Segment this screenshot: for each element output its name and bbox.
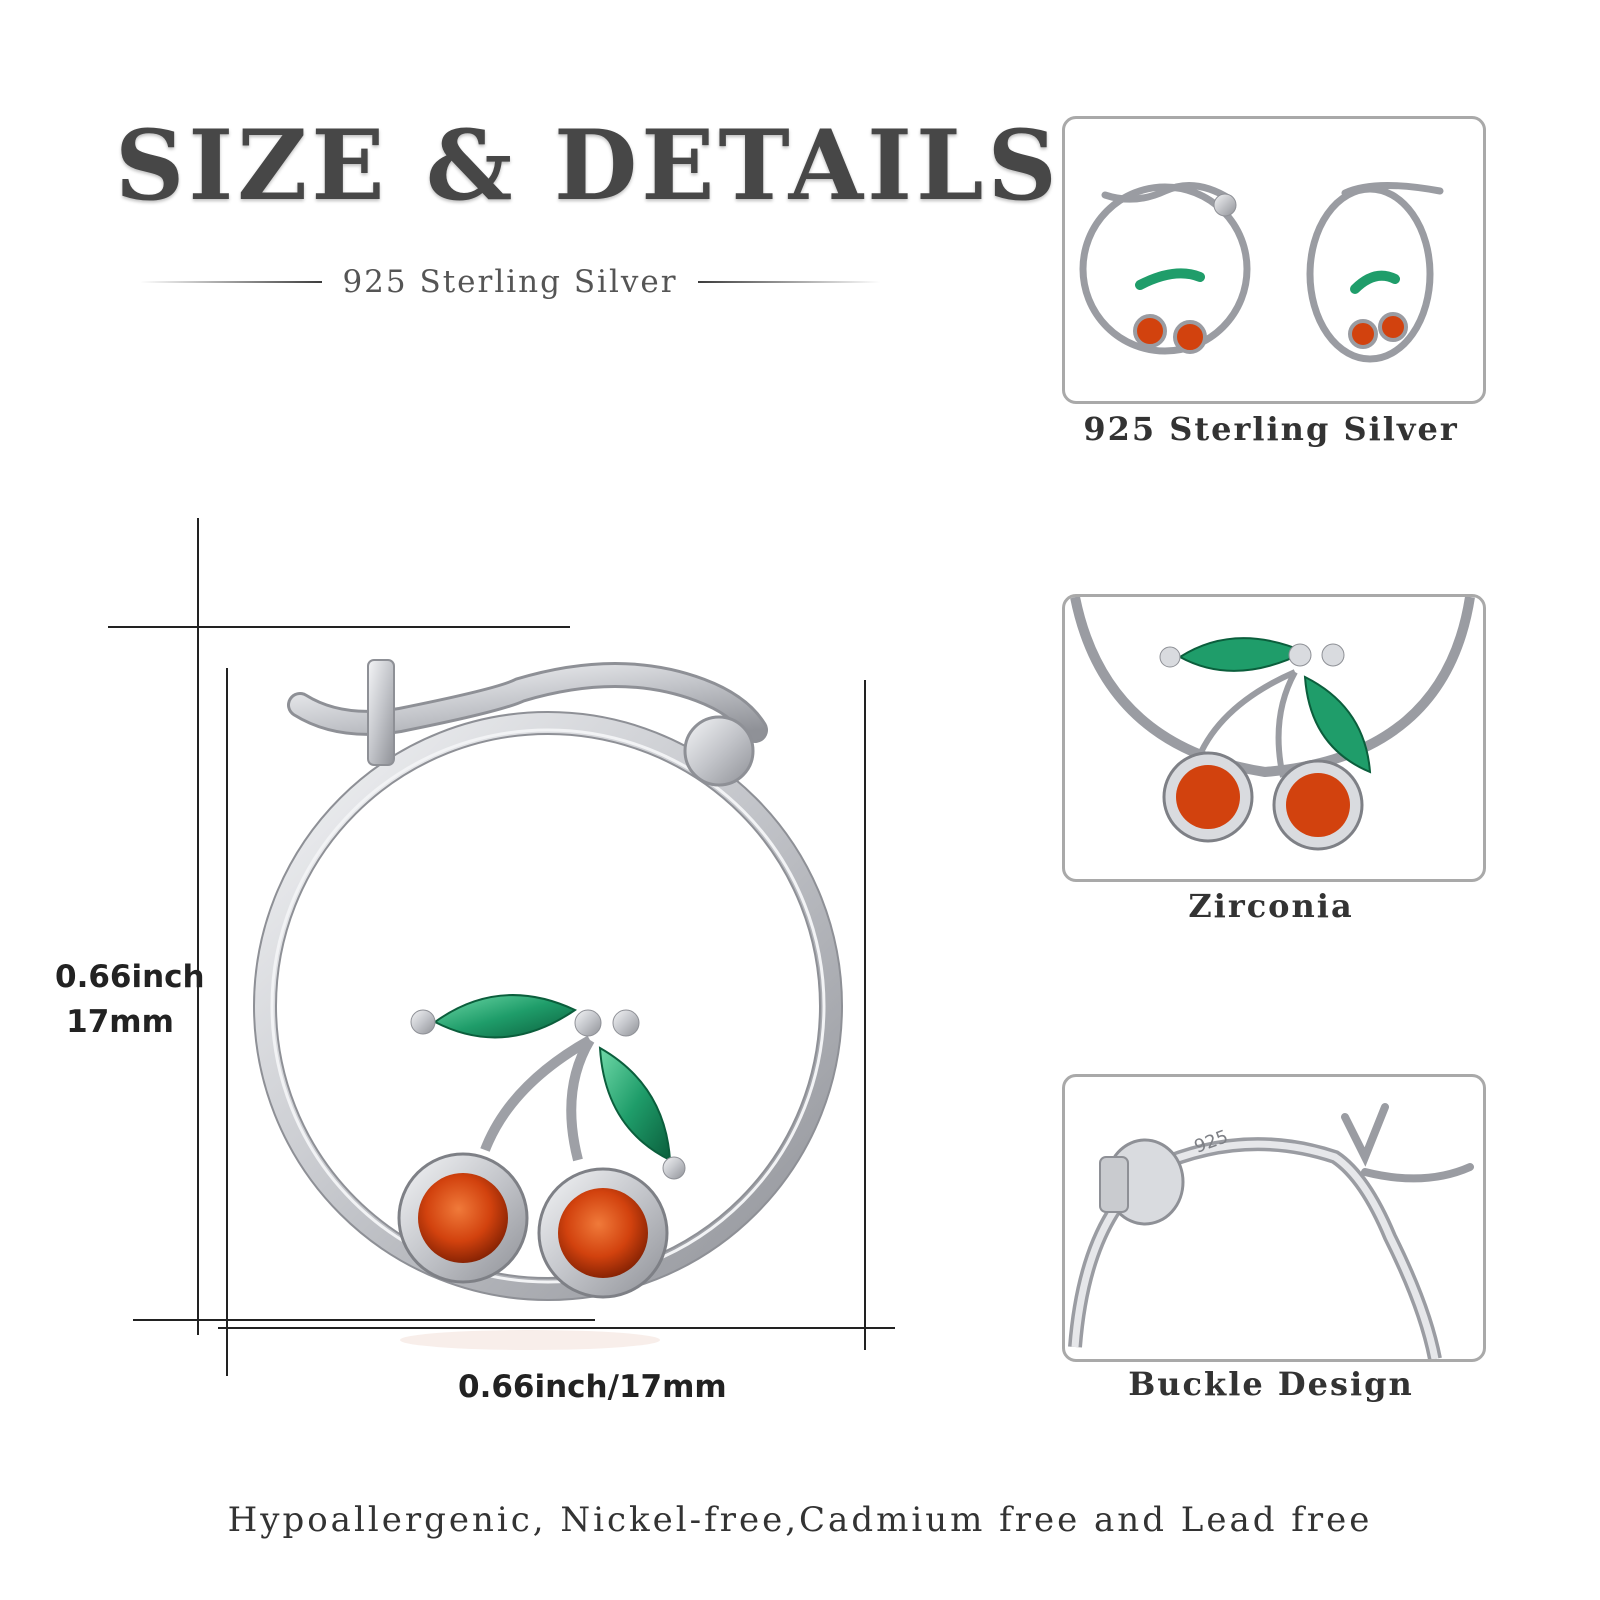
height-inch: 0.66inch (55, 959, 205, 995)
panel-caption-zirconia: Zirconia (1188, 887, 1354, 925)
panel-pair-view (1062, 116, 1486, 404)
width-dimension-label: 0.66inch/17mm (458, 1369, 727, 1405)
earring-pair-image (1079, 182, 1444, 363)
page-title: SIZE & DETAILS (115, 109, 1061, 222)
dimension-lines (108, 518, 895, 1376)
subtitle: 925 Sterling Silver (342, 264, 678, 300)
subtitle-row: 925 Sterling Silver (140, 262, 880, 302)
panel-zirconia-closeup (1062, 594, 1486, 882)
panel-buckle-closeup: 925 (1062, 1074, 1486, 1362)
height-mm: 17mm (66, 1003, 174, 1040)
footer-material-note: Hypoallergenic, Nickel-free,Cadmium free… (227, 1500, 1373, 1540)
main-earring-illustration (108, 518, 895, 1376)
panel-caption-silver: 925 Sterling Silver (1083, 410, 1459, 448)
divider-left (140, 281, 323, 283)
zirconia-closeup-image (1070, 597, 1475, 851)
panel-caption-buckle: Buckle Design (1128, 1365, 1414, 1403)
height-dimension-label: 0.66inch 17mm (55, 955, 205, 1045)
buckle-closeup-image: 925 (1068, 1103, 1474, 1359)
divider-right (697, 281, 880, 283)
